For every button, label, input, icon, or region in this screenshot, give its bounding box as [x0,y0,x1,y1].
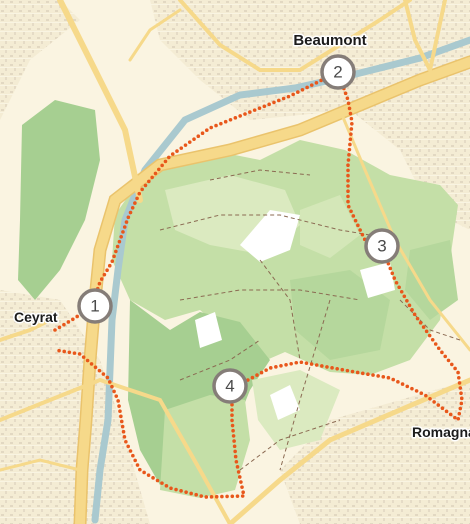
place-label-ceyrat: Ceyrat [14,309,58,325]
waypoint-marker-3[interactable]: 3 [364,228,400,264]
waypoint-marker-1[interactable]: 1 [77,288,113,324]
waypoint-number: 1 [90,297,99,316]
waypoint-number: 3 [377,237,386,256]
place-label-romagnat: Romagnat [412,424,470,440]
waypoint-number: 2 [333,63,342,82]
waypoint-marker-2[interactable]: 2 [320,54,356,90]
clearings [195,210,395,420]
waypoint-marker-4[interactable]: 4 [212,368,248,404]
place-label-beaumont: Beaumont [293,32,366,49]
hiking-route [53,69,464,499]
foot-paths [159,169,461,471]
waypoint-number: 4 [225,377,234,396]
